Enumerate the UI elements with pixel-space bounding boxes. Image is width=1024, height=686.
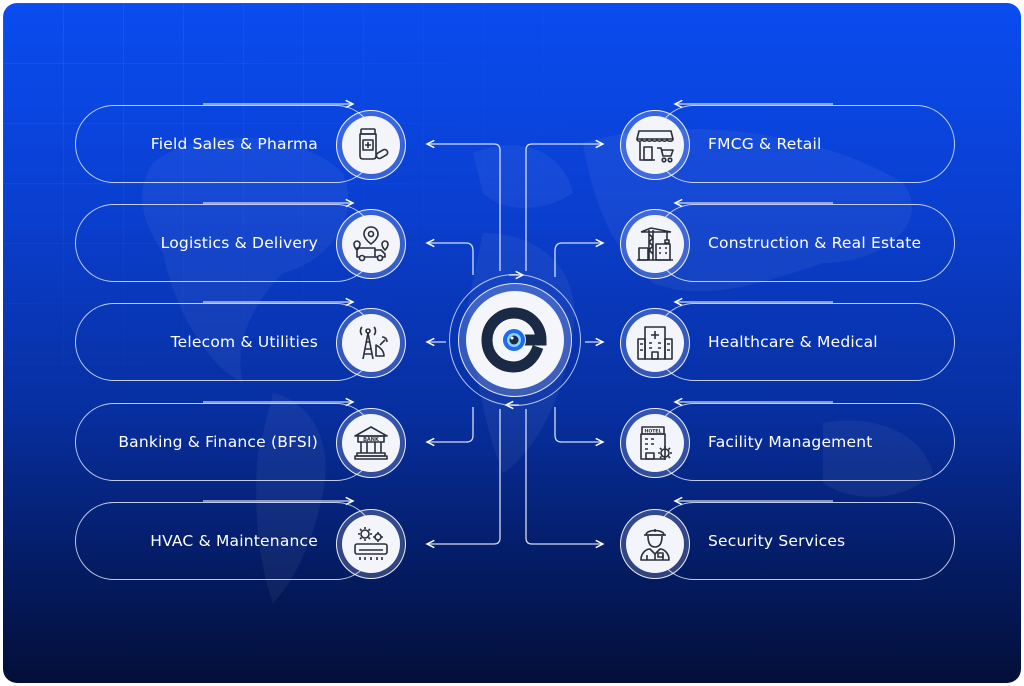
hotel-building-gear-icon: HOTEL — [640, 426, 672, 460]
industry-banking-finance: Banking & Finance (BFSI) — [75, 403, 375, 481]
industry-label: Construction & Real Estate — [708, 234, 922, 252]
air-conditioner-gear-icon — [354, 527, 388, 560]
industry-label: Telecom & Utilities — [170, 333, 318, 351]
connector-facility — [554, 407, 603, 442]
icon-badge — [620, 110, 690, 180]
hospital-building-icon — [637, 326, 673, 360]
icon-badge — [620, 308, 690, 378]
icon-badge — [336, 509, 406, 579]
connector-banking — [427, 407, 474, 442]
security-guard-icon — [640, 529, 670, 561]
industry-label: Logistics & Delivery — [160, 234, 318, 252]
connector-field-sales — [427, 144, 501, 271]
telecom-tower-icon — [359, 326, 388, 360]
connector-fmcg — [525, 144, 603, 271]
industry-telecom-utilities: Telecom & Utilities — [75, 303, 375, 381]
medicine-bottle-icon — [359, 128, 389, 160]
icon-badge: HOTEL — [620, 408, 690, 478]
e-eye-logo-icon — [481, 307, 547, 373]
hub-outer-ring — [449, 274, 581, 406]
diagram-canvas: Field Sales & Pharma Logistics & Deliver… — [3, 3, 1021, 683]
icon-badge — [620, 209, 690, 279]
industry-label: Facility Management — [708, 433, 873, 451]
icon-badge — [620, 509, 690, 579]
central-hub-logo — [466, 291, 564, 389]
industry-field-sales-pharma: Field Sales & Pharma — [75, 105, 375, 183]
bank-building-icon: BANK — [354, 426, 388, 460]
industry-fmcg-retail: FMCG & Retail — [655, 105, 955, 183]
svg-text:BANK: BANK — [363, 437, 380, 443]
industry-hvac-maintenance: HVAC & Maintenance — [75, 502, 375, 580]
icon-badge — [336, 209, 406, 279]
industry-facility-management: Facility Management — [655, 403, 955, 481]
industry-construction-real-estate: Construction & Real Estate — [655, 204, 955, 282]
connector-hvac — [427, 409, 501, 544]
icon-badge — [336, 110, 406, 180]
industry-label: Healthcare & Medical — [708, 333, 878, 351]
svg-text:HOTEL: HOTEL — [645, 429, 662, 435]
industry-label: Banking & Finance (BFSI) — [118, 433, 318, 451]
connector-security — [525, 409, 603, 544]
construction-crane-icon — [637, 227, 673, 261]
connector-logistics — [427, 243, 474, 275]
industry-security-services: Security Services — [655, 502, 955, 580]
icon-badge — [336, 308, 406, 378]
industry-healthcare-medical: Healthcare & Medical — [655, 303, 955, 381]
connector-lines — [203, 3, 833, 683]
industry-logistics-delivery: Logistics & Delivery — [75, 204, 375, 282]
industry-label: FMCG & Retail — [708, 135, 822, 153]
industry-label: HVAC & Maintenance — [150, 532, 318, 550]
connector-construction — [554, 243, 603, 277]
storefront-cart-icon — [636, 130, 674, 163]
icon-badge: BANK — [336, 408, 406, 478]
industry-label: Security Services — [708, 532, 846, 550]
industry-label: Field Sales & Pharma — [150, 135, 318, 153]
delivery-truck-map-icon — [353, 226, 389, 262]
